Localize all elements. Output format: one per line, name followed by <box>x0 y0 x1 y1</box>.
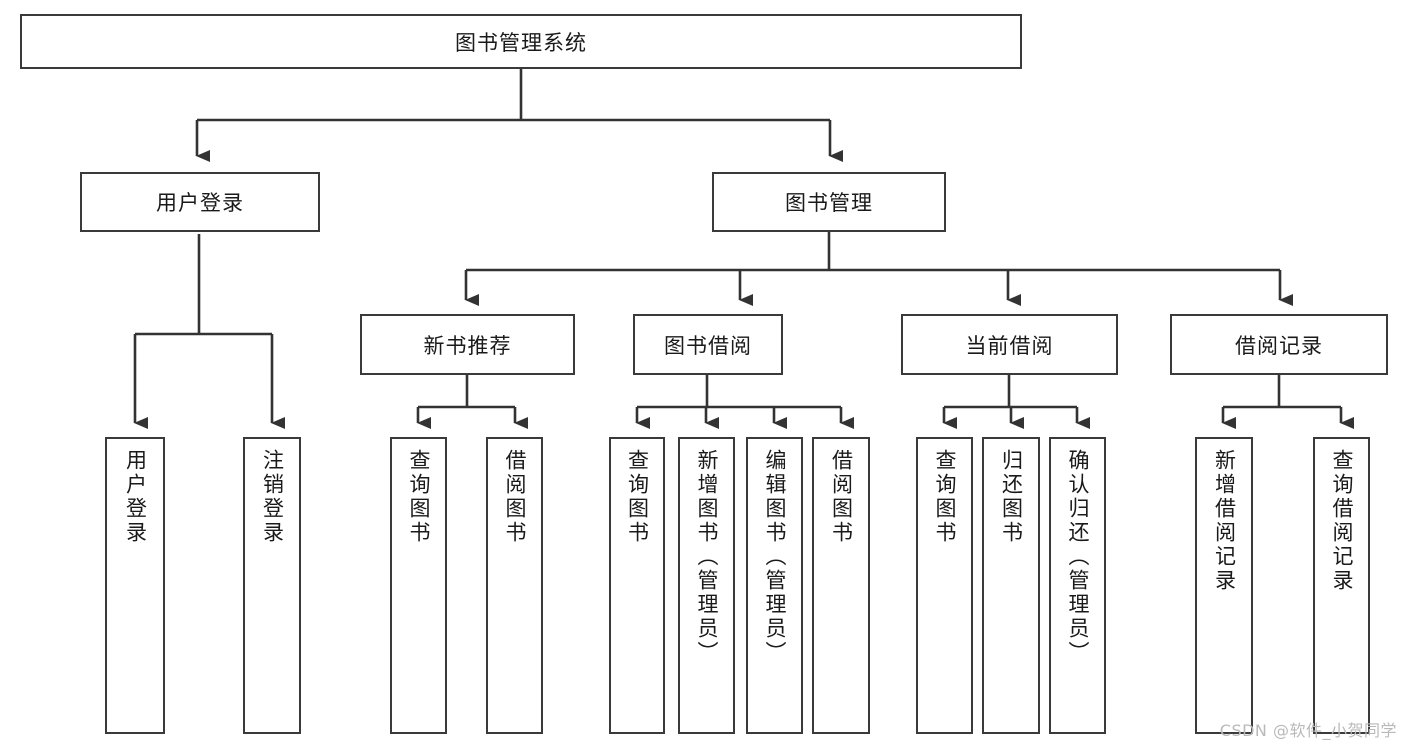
node-label: 借阅图书 <box>503 449 527 545</box>
node-label: 图书管理 <box>785 191 873 215</box>
node-label: 注销登录 <box>260 449 285 545</box>
node-label: 当前借阅 <box>965 333 1054 358</box>
leaf-user-login-signin[interactable]: 用户登录 <box>105 437 165 734</box>
leaf-book-borrow-borrow[interactable]: 借阅图书 <box>812 437 870 734</box>
node-label: 图书借阅 <box>664 333 752 358</box>
node-label: 用户登录 <box>123 449 148 545</box>
node-label: 图书管理系统 <box>455 30 587 55</box>
leaf-current-borrow-query[interactable]: 查询图书 <box>916 437 973 734</box>
node-label: 新增图书（管理员） <box>695 449 719 665</box>
leaf-book-borrow-edit[interactable]: 编辑图书（管理员） <box>746 437 803 734</box>
leaf-new-book-borrow[interactable]: 借阅图书 <box>486 437 543 734</box>
node-book-borrow[interactable]: 图书借阅 <box>633 314 783 375</box>
node-label: 新增借阅记录 <box>1212 449 1237 593</box>
node-label: 编辑图书（管理员） <box>763 449 787 665</box>
leaf-user-login-signout[interactable]: 注销登录 <box>243 437 301 734</box>
node-label: 确认归还（管理员） <box>1066 449 1090 665</box>
node-label: 借阅记录 <box>1235 333 1323 358</box>
node-label: 查询图书 <box>625 449 650 545</box>
node-user-login[interactable]: 用户登录 <box>80 172 320 232</box>
node-book-management[interactable]: 图书管理 <box>712 172 946 232</box>
node-label: 用户登录 <box>156 191 244 215</box>
node-new-book-recommend[interactable]: 新书推荐 <box>360 314 575 375</box>
leaf-book-borrow-add[interactable]: 新增图书（管理员） <box>678 437 735 734</box>
leaf-book-borrow-query[interactable]: 查询图书 <box>609 437 665 734</box>
leaf-borrow-record-query[interactable]: 查询借阅记录 <box>1313 437 1370 734</box>
leaf-borrow-record-add[interactable]: 新增借阅记录 <box>1195 437 1253 734</box>
csdn-watermark: CSDN @软件_小贺同学 <box>1219 721 1397 740</box>
node-label: 新书推荐 <box>423 333 512 358</box>
node-label: 查询借阅记录 <box>1330 449 1354 593</box>
leaf-current-borrow-confirm-return[interactable]: 确认归还（管理员） <box>1049 437 1106 734</box>
node-borrow-record[interactable]: 借阅记录 <box>1170 314 1388 375</box>
node-label: 查询图书 <box>407 449 431 545</box>
leaf-current-borrow-return[interactable]: 归还图书 <box>982 437 1040 734</box>
leaf-new-book-query[interactable]: 查询图书 <box>390 437 447 734</box>
node-label: 归还图书 <box>999 449 1024 545</box>
node-root-system[interactable]: 图书管理系统 <box>20 14 1022 69</box>
node-label: 查询图书 <box>933 449 957 545</box>
node-current-borrow[interactable]: 当前借阅 <box>901 314 1118 375</box>
node-label: 借阅图书 <box>829 449 854 545</box>
